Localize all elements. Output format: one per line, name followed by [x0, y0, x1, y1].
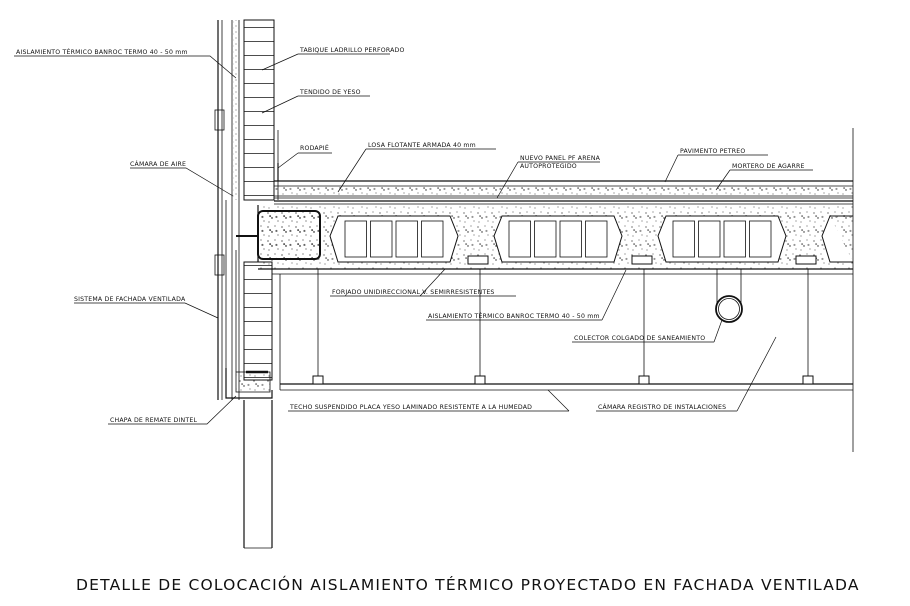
hollow-block [329, 215, 459, 263]
label-pavimento: PAVIMENTO PETREO [680, 148, 745, 155]
label-rodapie: RODAPIÉ [300, 143, 329, 152]
label-techo: TECHO SUSPENDIDO PLACA YESO LAMINADO RES… [289, 404, 532, 411]
facade-wall [214, 19, 279, 549]
label-aislamiento-techo: AISLAMIENTO TÉRMICO BANROC TERMO 40 - 50… [428, 311, 600, 320]
joist-foot [631, 255, 653, 265]
label-colector: COLECTOR COLGADO DE SANEAMIENTO [574, 335, 705, 342]
label-tendido: TENDIDO DE YESO [299, 89, 361, 96]
joist-foot [795, 255, 817, 265]
leader-lines [14, 53, 813, 425]
hollow-block [821, 215, 853, 263]
label-tabique: TABIQUE LADRILLO PERFORADO [299, 47, 405, 54]
label-nuevo-panel-2: AUTOPROTEGIDO [520, 163, 577, 170]
hanger-clip [638, 375, 650, 385]
collector-pipe [715, 269, 743, 323]
hanger-clip [802, 375, 814, 385]
label-nuevo-panel-1: NUEVO PANEL PF ARENA [520, 155, 601, 162]
suspended-ceiling [272, 273, 853, 391]
joist-foot [467, 255, 489, 265]
hollow-block [493, 215, 623, 263]
label-camara-registro: CÁMARA REGISTRO DE INSTALACIONES [598, 402, 726, 411]
slab-hollow-blocks [329, 215, 853, 265]
ceiling-hangers [312, 269, 814, 385]
edge-beam [257, 210, 321, 260]
hanger-clip [474, 375, 486, 385]
drawing-title: DETALLE DE COLOCACIÓN AISLAMIENTO TÉRMIC… [76, 575, 860, 594]
hanger-clip [312, 375, 324, 385]
label-forjado: FORJADO UNIDIRECCIONAL V. SEMIRRESISTENT… [332, 289, 495, 296]
label-chapa: CHAPA DE REMATE DINTEL [110, 417, 197, 424]
hollow-block [657, 215, 787, 263]
label-aislamiento-fachada: AISLAMIENTO TÉRMICO BANROC TERMO 40 - 50… [16, 47, 188, 56]
label-losa: LOSA FLOTANTE ARMADA 40 mm [368, 142, 476, 149]
label-sistema-fachada: SISTEMA DE FACHADA VENTILADA [74, 296, 186, 303]
label-camara-aire: CÁMARA DE AIRE [130, 159, 186, 168]
label-mortero: MORTERO DE AGARRE [732, 163, 805, 170]
